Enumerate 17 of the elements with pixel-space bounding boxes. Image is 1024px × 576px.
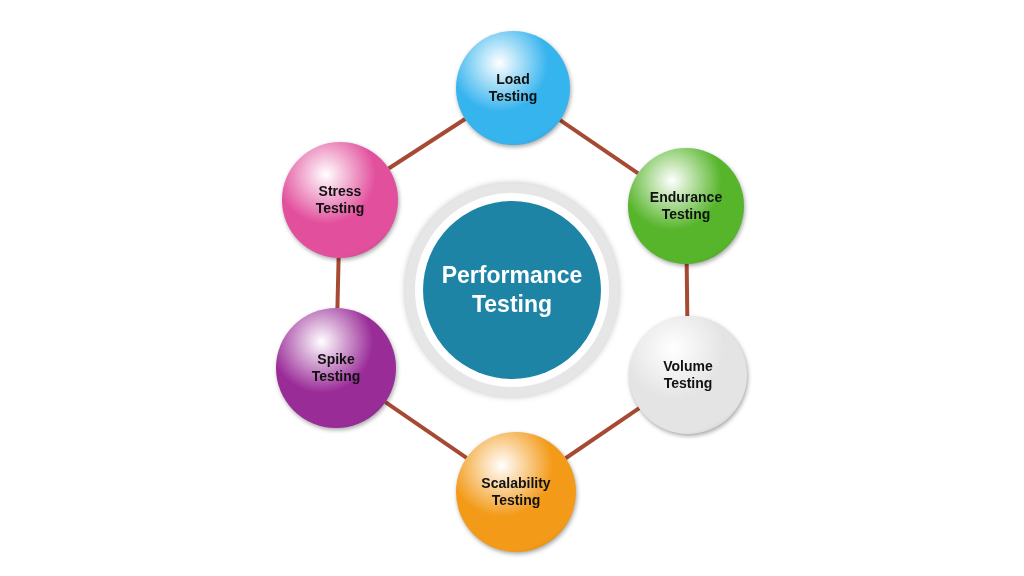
connector-line bbox=[384, 400, 468, 460]
node-label: Volume Testing bbox=[662, 358, 714, 392]
glossy-circle bbox=[456, 31, 570, 145]
node-label: Spike Testing bbox=[310, 351, 362, 385]
node-label: Load Testing bbox=[487, 71, 539, 105]
node-label: Stress Testing bbox=[314, 183, 366, 217]
glossy-circle bbox=[456, 432, 576, 552]
node-label: Performance Testing bbox=[440, 261, 584, 319]
node-label: Endurance Testing bbox=[648, 189, 724, 223]
connector-line bbox=[684, 263, 690, 317]
connector-line bbox=[558, 118, 640, 175]
connector-line bbox=[335, 257, 341, 309]
node-label: Scalability Testing bbox=[480, 475, 552, 509]
connector-line bbox=[564, 406, 641, 460]
glossy-circle bbox=[628, 148, 744, 264]
glossy-circle bbox=[629, 316, 747, 434]
connector-line bbox=[387, 117, 467, 171]
